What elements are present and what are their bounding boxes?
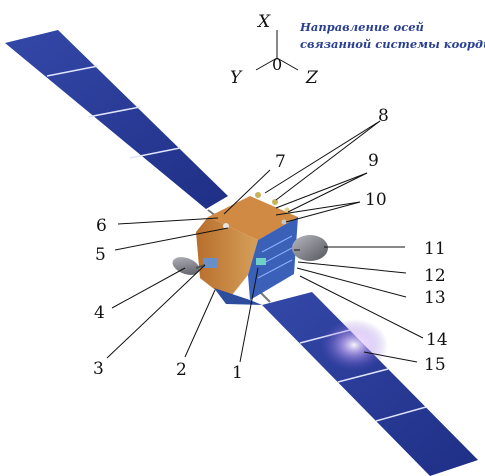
callout-6: 6 (96, 216, 107, 236)
callout-numbers: 1 2 3 4 5 6 7 8 9 10 11 12 13 14 15 (93, 106, 448, 383)
callout-13: 13 (424, 288, 446, 308)
callout-15: 15 (424, 355, 446, 375)
callout-8: 8 (378, 106, 389, 126)
axis-label-z: Z (305, 68, 319, 88)
callout-9: 9 (368, 151, 379, 171)
callout-5: 5 (95, 245, 106, 265)
caption-line-1: Направление осей (299, 20, 424, 34)
callout-7: 7 (275, 152, 286, 172)
callout-12: 12 (424, 266, 446, 286)
axes-indicator: X Y Z 0 (230, 12, 319, 88)
callout-1: 1 (232, 363, 243, 383)
leader-lines (106, 120, 424, 363)
solar-array-lower (257, 289, 478, 476)
caption-line-2: связанной системы координат (300, 37, 485, 51)
antenna-dish-right (292, 235, 328, 261)
callout-3: 3 (93, 359, 104, 379)
callout-14: 14 (426, 330, 448, 350)
axis-origin-label: 0 (272, 55, 282, 74)
antenna-dish-left (172, 257, 206, 275)
callout-11: 11 (424, 239, 446, 259)
axis-label-x: X (256, 12, 271, 32)
satellite-body (196, 192, 298, 305)
callout-4: 4 (94, 303, 105, 323)
callout-10: 10 (365, 190, 387, 210)
solar-array-upper (5, 30, 228, 217)
callout-2: 2 (176, 360, 187, 380)
axis-label-y: Y (230, 68, 243, 88)
